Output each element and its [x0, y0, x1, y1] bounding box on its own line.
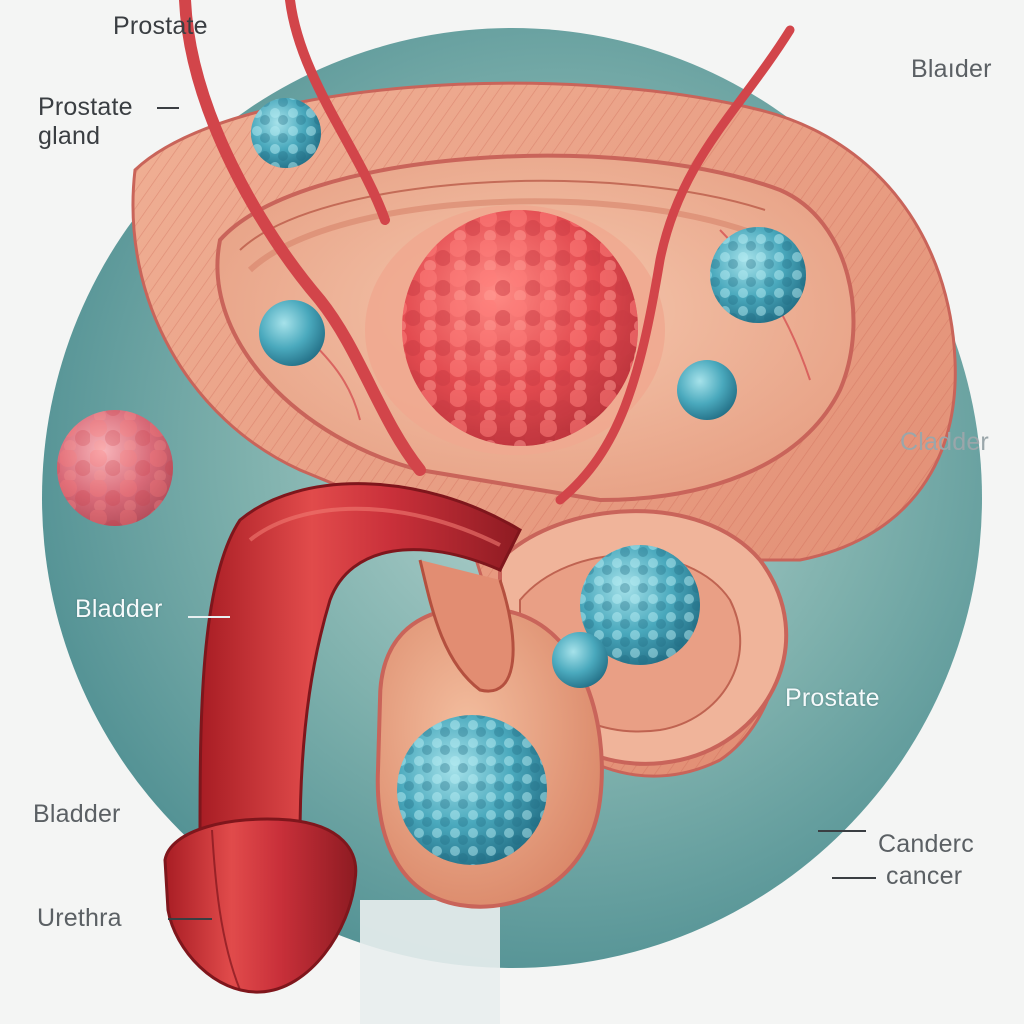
- leader-cancer: [832, 877, 876, 879]
- label-bladder-top-right: Blaıder: [911, 55, 992, 83]
- label-bladder-right-faded: Cladder: [900, 428, 989, 456]
- label-prostate-gland-line1: Prostate: [38, 93, 133, 121]
- penis-shaft: [198, 482, 522, 842]
- label-cancer: cancer: [886, 862, 963, 890]
- glans: [163, 817, 358, 994]
- label-prostate-gland: Prostate gland: [38, 93, 198, 151]
- base-pedestal: [360, 900, 500, 1024]
- leader-bladder-mid-left: [188, 616, 230, 618]
- vessel-right: [555, 25, 795, 505]
- vessel-left-2: [285, 0, 390, 225]
- label-bladder-mid-left: Bladder: [75, 595, 163, 623]
- blue-tumor-small-2: [677, 360, 737, 420]
- blue-tumor-small-1: [552, 632, 608, 688]
- label-prostate-right: Prostate: [785, 684, 880, 712]
- label-prostate-top: Prostate: [113, 12, 208, 40]
- label-bladder-bottom-left: Bladder: [33, 800, 121, 828]
- label-prostate-gland-line2: gland: [38, 122, 101, 150]
- label-canderc: Canderc: [878, 830, 974, 858]
- leader-canderc: [818, 830, 866, 832]
- leader-prostate-gland: [157, 107, 179, 109]
- leader-urethra: [168, 918, 212, 920]
- inner-duct: [418, 559, 515, 693]
- blue-tumor-small-3: [259, 300, 325, 366]
- label-urethra: Urethra: [37, 904, 122, 932]
- vessel-left: [179, 0, 426, 476]
